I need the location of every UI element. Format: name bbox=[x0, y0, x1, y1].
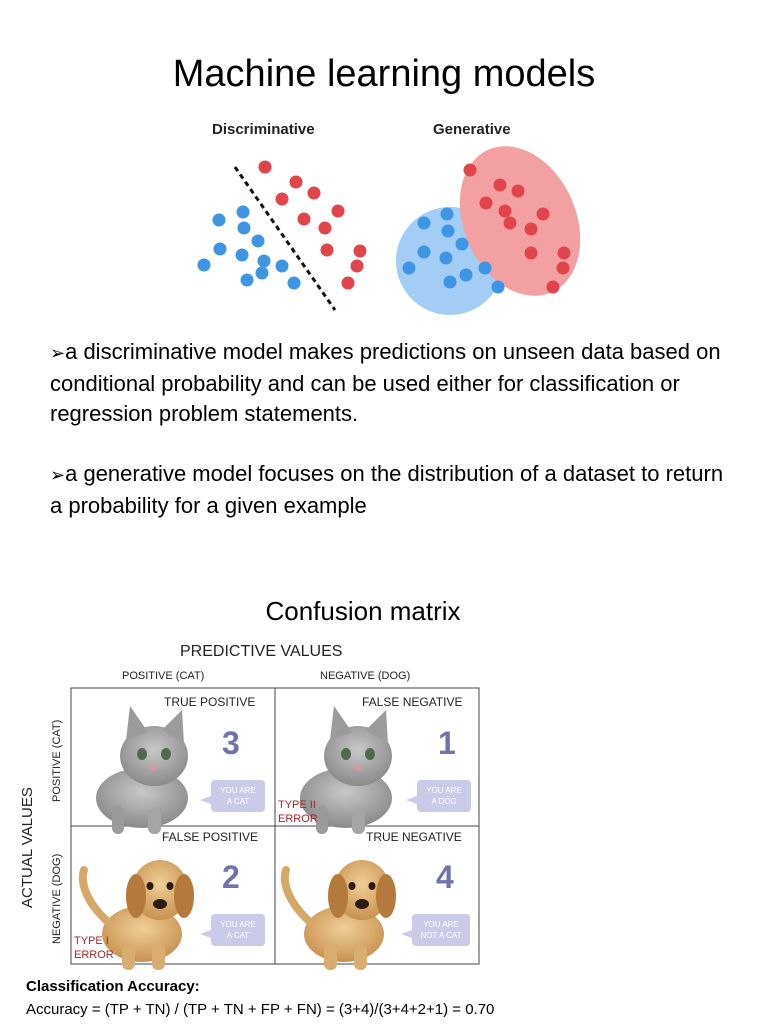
scatter-point bbox=[524, 222, 538, 236]
bullet-generative: ➢a generative model focuses on the distr… bbox=[50, 459, 730, 521]
cell-count: 3 bbox=[222, 725, 240, 761]
row-header-positive: POSITIVE (CAT) bbox=[51, 720, 63, 802]
bubble-text: YOU ARE bbox=[423, 920, 459, 929]
scatter-point bbox=[320, 243, 334, 257]
cell-true-positive: TRUE POSITIVE 3 YOU ARE A CAT bbox=[96, 695, 265, 834]
generative-points bbox=[402, 163, 571, 294]
row-header-negative: NEGATIVE (DOG) bbox=[51, 854, 63, 944]
confusion-matrix-figure: PREDICTIVE VALUES POSITIVE (CAT) NEGATIV… bbox=[19, 643, 480, 970]
type-i-error-label: TYPE I bbox=[74, 935, 109, 947]
col-header-positive: POSITIVE (CAT) bbox=[122, 670, 204, 682]
cell-count: 1 bbox=[438, 725, 456, 761]
bubble-text: A CAT bbox=[227, 797, 250, 806]
scatter-point bbox=[331, 204, 345, 218]
scatter-point bbox=[491, 280, 505, 294]
cell-label: TRUE NEGATIVE bbox=[366, 830, 462, 844]
scatter-point bbox=[258, 160, 272, 174]
scatter-point bbox=[341, 276, 355, 290]
cell-label: TRUE POSITIVE bbox=[164, 695, 255, 709]
scatter-point bbox=[503, 216, 517, 230]
scatter-point bbox=[440, 207, 454, 221]
discriminative-generative-figure: Discriminative Generative bbox=[197, 121, 581, 315]
scatter-point bbox=[556, 261, 570, 275]
scatter-point bbox=[557, 246, 571, 260]
scatter-point bbox=[478, 261, 492, 275]
bullet-text: a discriminative model makes predictions… bbox=[50, 339, 721, 426]
scatter-point bbox=[213, 242, 227, 256]
generative-label: Generative bbox=[433, 121, 511, 138]
scatter-point bbox=[275, 259, 289, 273]
type-ii-error-label: TYPE II bbox=[278, 799, 316, 811]
col-header-negative: NEGATIVE (DOG) bbox=[320, 670, 410, 682]
scatter-point bbox=[459, 268, 473, 282]
bullet-discriminative: ➢a discriminative model makes prediction… bbox=[50, 337, 730, 430]
scatter-point bbox=[511, 184, 525, 198]
accuracy-formula: Accuracy = (TP + TN) / (TP + TN + FP + F… bbox=[26, 1001, 495, 1018]
scatter-point bbox=[443, 275, 457, 289]
cell-count: 4 bbox=[436, 859, 454, 895]
scatter-point bbox=[236, 205, 250, 219]
scatter-point bbox=[297, 212, 311, 226]
predictive-values-label: PREDICTIVE VALUES bbox=[180, 643, 342, 660]
bubble-text: A CAT bbox=[227, 931, 250, 940]
bubble-text: YOU ARE bbox=[220, 786, 256, 795]
accuracy-label: Classification Accuracy: bbox=[26, 978, 200, 995]
scatter-point bbox=[417, 245, 431, 259]
cell-false-positive: FALSE POSITIVE 2 YOU ARE A CAT TYPE I ER… bbox=[74, 830, 265, 970]
scatter-point bbox=[493, 178, 507, 192]
bullet-arrow: ➢ bbox=[50, 343, 66, 363]
scatter-point bbox=[439, 251, 453, 265]
scatter-point bbox=[353, 244, 367, 258]
decision-boundary bbox=[233, 166, 337, 311]
bullet-arrow: ➢ bbox=[50, 465, 66, 485]
scatter-point bbox=[463, 163, 477, 177]
scatter-point bbox=[307, 186, 321, 200]
cell-label: FALSE NEGATIVE bbox=[362, 695, 462, 709]
scatter-point bbox=[212, 213, 226, 227]
cell-false-negative: FALSE NEGATIVE 1 YOU ARE A DOG TYPE II E… bbox=[278, 695, 471, 834]
scatter-point bbox=[318, 221, 332, 235]
scatter-point bbox=[255, 266, 269, 280]
scatter-point bbox=[479, 196, 493, 210]
scatter-point bbox=[455, 237, 469, 251]
scatter-point bbox=[197, 258, 211, 272]
bubble-text: YOU ARE bbox=[426, 786, 462, 795]
speech-bubble bbox=[211, 914, 265, 946]
scatter-point bbox=[498, 204, 512, 218]
scatter-point bbox=[536, 207, 550, 221]
scatter-point bbox=[240, 273, 254, 287]
slide-title: Machine learning models bbox=[172, 53, 596, 95]
scatter-point bbox=[275, 192, 289, 206]
scatter-point bbox=[251, 234, 265, 248]
generative-ellipse-red bbox=[459, 146, 581, 296]
scatter-point bbox=[257, 254, 271, 268]
cell-count: 2 bbox=[222, 859, 240, 895]
type-ii-error-label: ERROR bbox=[278, 813, 318, 825]
scatter-point bbox=[441, 224, 455, 238]
cell-label: FALSE POSITIVE bbox=[162, 830, 258, 844]
discriminative-label: Discriminative bbox=[212, 121, 315, 138]
type-i-error-label: ERROR bbox=[74, 949, 114, 961]
scatter-point bbox=[287, 276, 301, 290]
bubble-text: NOT A CAT bbox=[420, 931, 461, 940]
discriminative-points bbox=[197, 160, 367, 290]
confusion-matrix-heading: Confusion matrix bbox=[265, 596, 461, 626]
speech-bubble bbox=[417, 780, 471, 812]
scatter-point bbox=[235, 248, 249, 262]
scatter-point bbox=[417, 216, 431, 230]
actual-values-label: ACTUAL VALUES bbox=[19, 787, 36, 908]
scatter-point bbox=[402, 261, 416, 275]
scatter-point bbox=[289, 175, 303, 189]
bubble-text: YOU ARE bbox=[220, 920, 256, 929]
speech-bubble bbox=[211, 780, 265, 812]
cell-true-negative: TRUE NEGATIVE 4 YOU ARE NOT A CAT bbox=[285, 830, 470, 970]
scatter-point bbox=[350, 259, 364, 273]
bullet-text: a generative model focuses on the distri… bbox=[50, 461, 724, 518]
scatter-point bbox=[524, 246, 538, 260]
speech-bubble bbox=[412, 914, 470, 946]
scatter-point bbox=[237, 221, 251, 235]
scatter-point bbox=[546, 280, 560, 294]
bubble-text: A DOG bbox=[431, 797, 456, 806]
